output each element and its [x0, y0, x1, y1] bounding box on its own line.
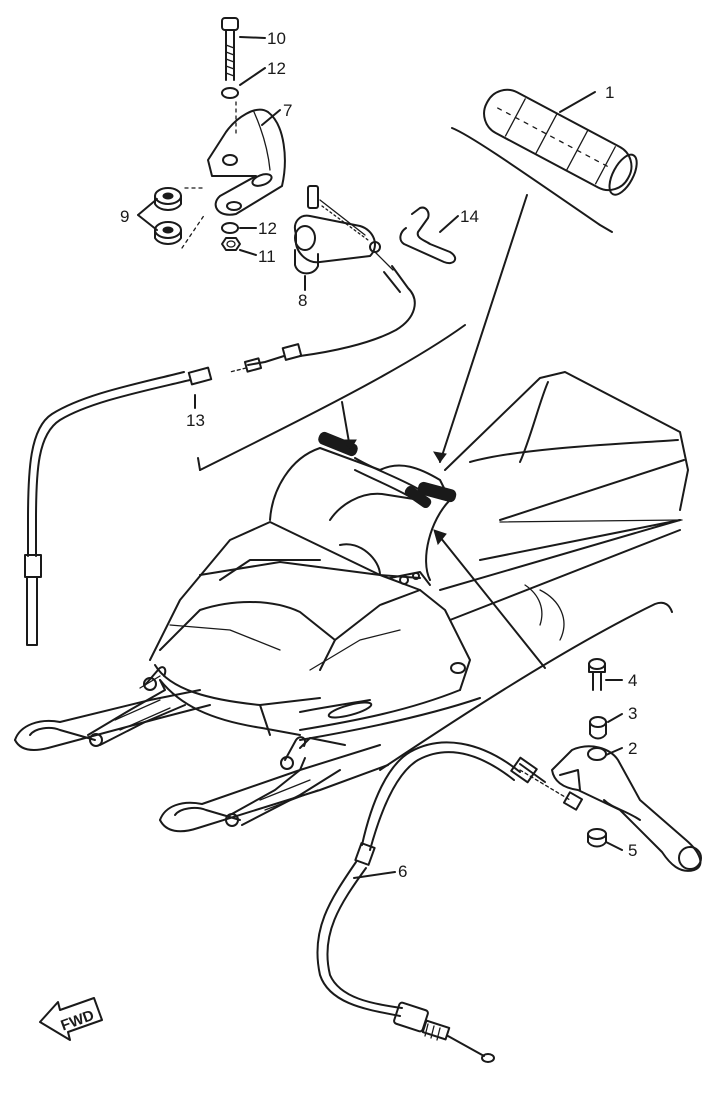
- skis: [14, 666, 389, 833]
- callout-14: 14: [460, 207, 479, 226]
- callout-12-lower: 12: [258, 219, 277, 238]
- callout-1: 1: [605, 83, 614, 102]
- throttle-bracket-assembly: [154, 17, 286, 251]
- callout-7: 7: [283, 101, 292, 120]
- brake-lever-assembly: [551, 658, 702, 872]
- throttle-cable-part: [24, 265, 416, 646]
- snowmobile-body: [149, 371, 689, 741]
- brake-cable-part: [316, 741, 584, 1063]
- callout-9: 9: [120, 207, 129, 226]
- divider-lower: [379, 601, 673, 771]
- divider-upper: [199, 324, 466, 471]
- fwd-direction-marker: FWD: [39, 997, 103, 1041]
- callout-11: 11: [258, 247, 276, 266]
- callout-13: 13: [186, 411, 205, 430]
- callout-3: 3: [628, 704, 637, 723]
- grip-reference-line: [439, 194, 528, 463]
- callout-4: 4: [628, 671, 637, 690]
- callout-12-upper: 12: [267, 59, 286, 78]
- callout-10: 10: [267, 29, 286, 48]
- fwd-label: FWD: [59, 1007, 97, 1035]
- clip-part: [399, 206, 457, 264]
- grip-part: [451, 88, 638, 233]
- callout-8: 8: [298, 291, 307, 310]
- callout-2: 2: [628, 739, 637, 758]
- throttle-housing-part: [294, 185, 394, 275]
- callout-6: 6: [398, 862, 407, 881]
- lever-reference-line: [435, 531, 546, 669]
- callout-5: 5: [628, 841, 637, 860]
